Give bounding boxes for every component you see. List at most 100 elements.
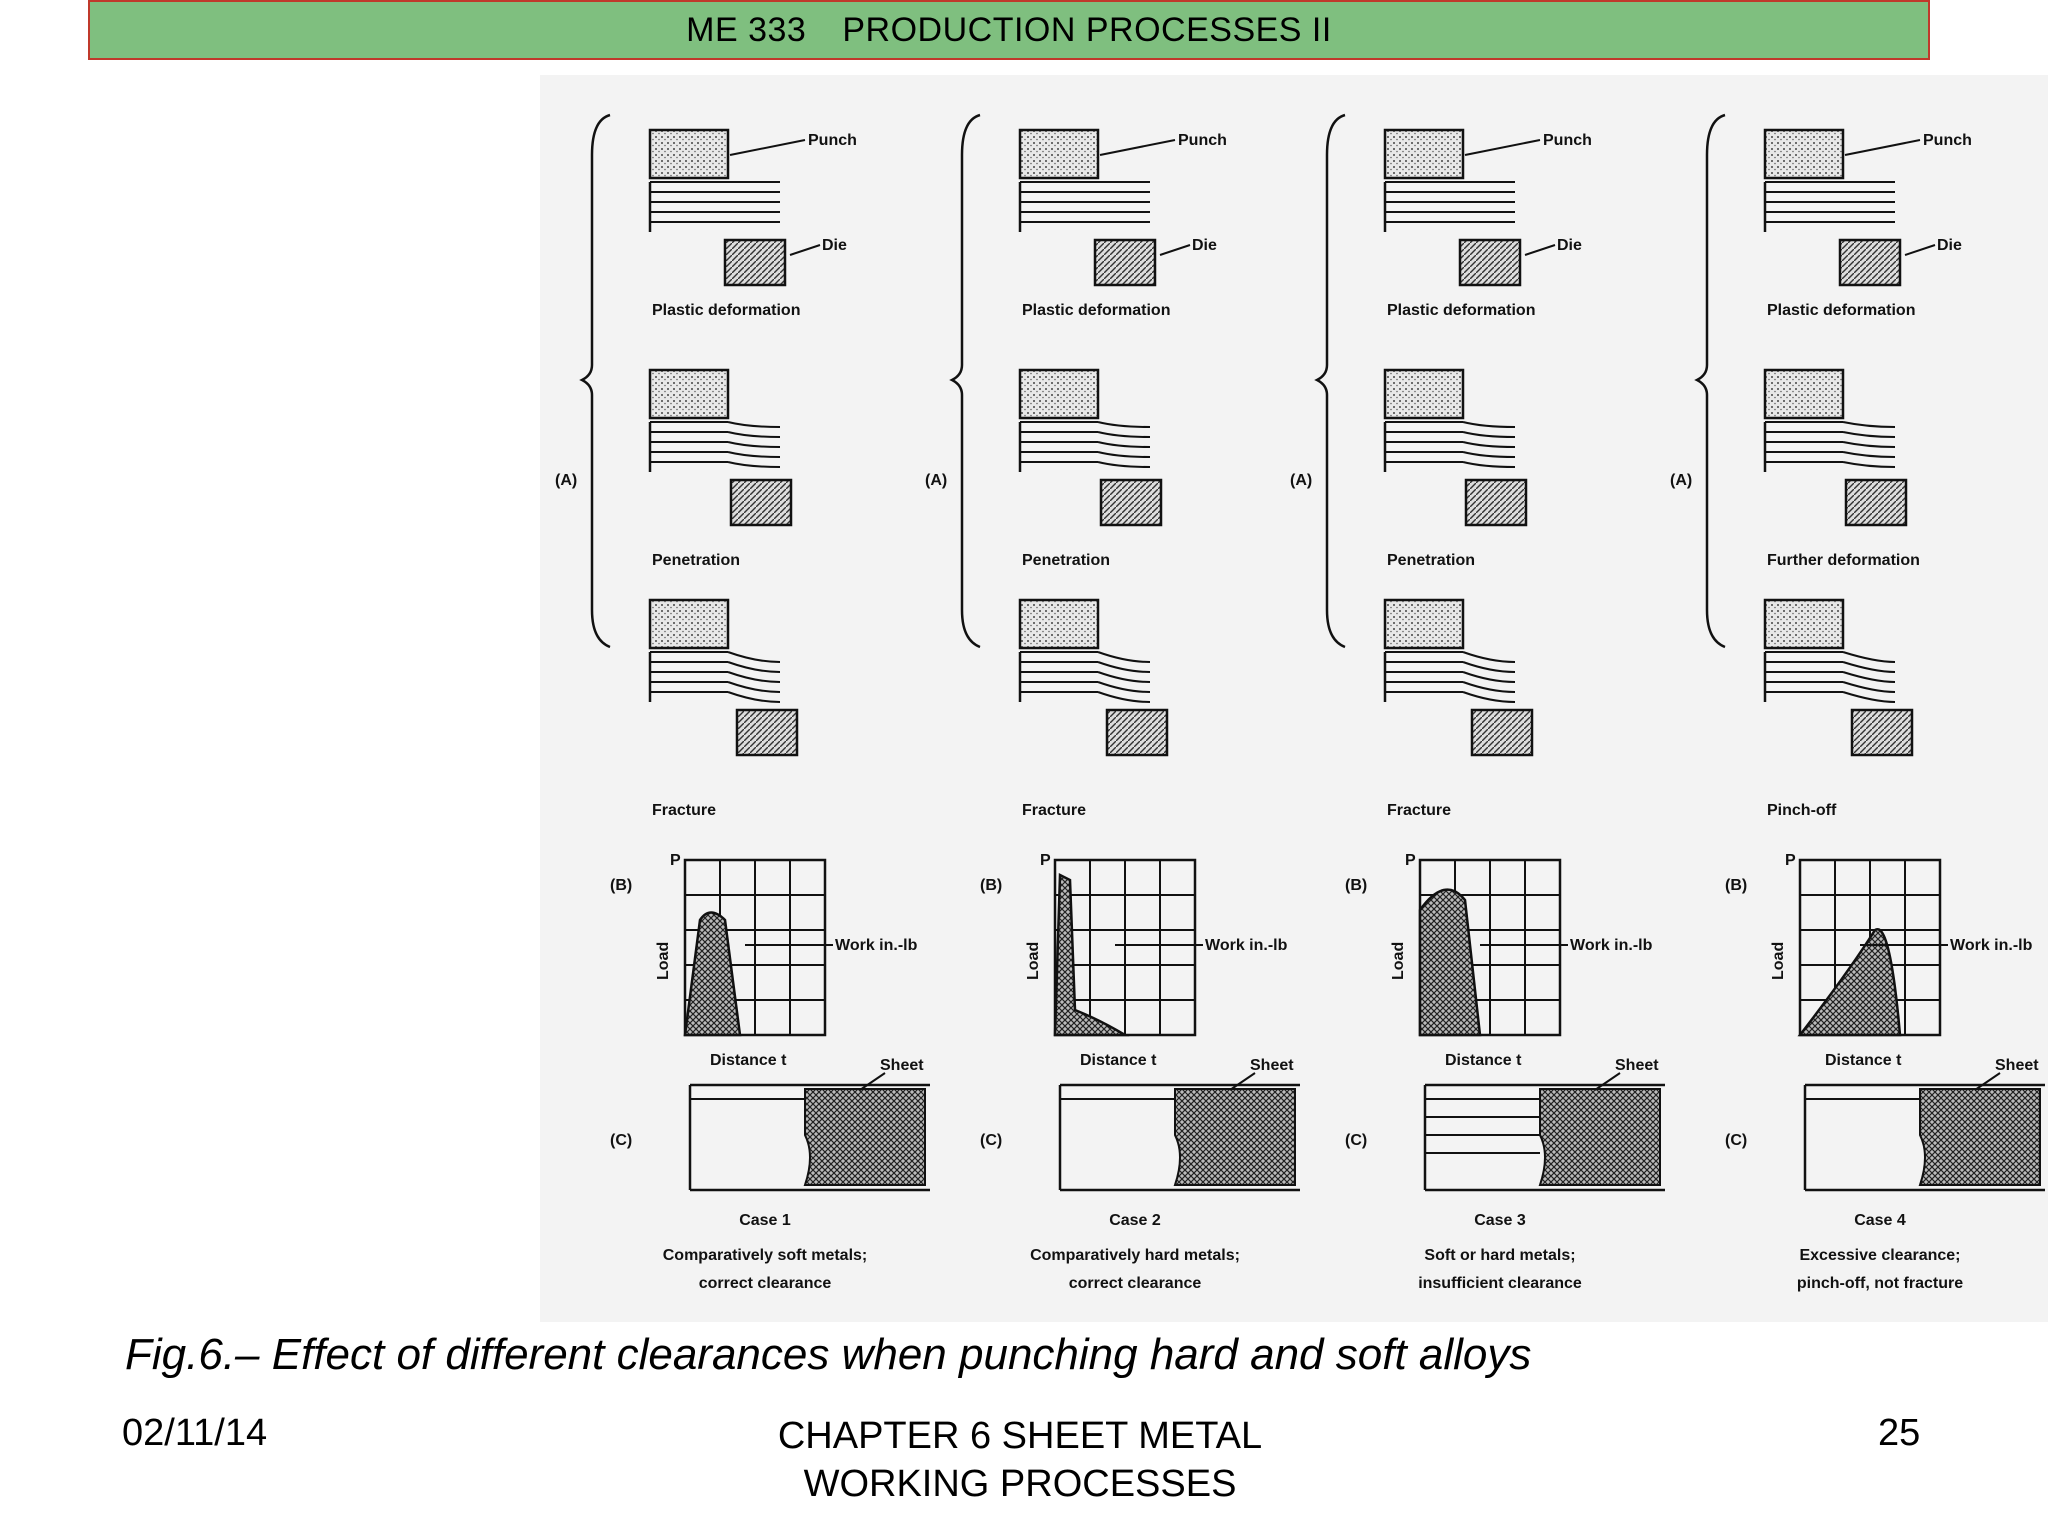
stage-label: Fracture — [1387, 802, 1451, 819]
row-tag-b: (B) — [1345, 877, 1367, 894]
sheet-line — [1462, 681, 1516, 693]
sheet-line — [1097, 691, 1151, 703]
row-tag-c: (C) — [610, 1132, 632, 1149]
die-callout: Die — [1557, 237, 1582, 254]
figure-drawing: (A) Plastic deformationPenetrationFractur… — [555, 113, 2045, 1292]
die-leader — [1524, 244, 1556, 256]
sheet-line — [727, 671, 781, 683]
sheet-line — [1097, 651, 1151, 663]
sheet-layers — [1020, 181, 1150, 224]
die-block — [1105, 708, 1169, 757]
sheet-layers — [1765, 181, 1895, 224]
row-tag-a: (A) — [925, 472, 947, 489]
sheet-leader — [1974, 1072, 2001, 1091]
sheet-layers — [1385, 181, 1515, 224]
sheet-line — [1097, 451, 1151, 458]
sheared-zone — [803, 1088, 926, 1186]
row-tag-b: (B) — [610, 877, 632, 894]
case-line1: Excessive clearance; — [1799, 1247, 1960, 1264]
row-tag-c: (C) — [980, 1132, 1002, 1149]
case-title: Case 3 — [1474, 1212, 1526, 1229]
die-block — [1838, 238, 1902, 287]
die-block — [1850, 708, 1914, 757]
punch-callout: Punch — [808, 132, 857, 149]
die-leader — [1159, 244, 1191, 256]
die-block — [723, 238, 787, 287]
punch-leader — [1099, 139, 1176, 156]
sheet-line — [1842, 451, 1896, 458]
die-block — [1464, 478, 1528, 527]
axis-p-label: P — [1785, 852, 1796, 869]
sheet-line — [1842, 671, 1896, 683]
punch-block — [648, 368, 730, 420]
sheet-line — [1462, 421, 1516, 428]
case-line1: Comparatively soft metals; — [663, 1247, 868, 1264]
course-code: ME 333 — [686, 10, 807, 49]
sheet-line — [1462, 451, 1516, 458]
punch-block — [1018, 128, 1100, 180]
case-title: Case 2 — [1109, 1212, 1161, 1229]
sheet-line — [1097, 441, 1151, 448]
sheet-layers — [1385, 651, 1516, 703]
die-block — [1093, 238, 1157, 287]
sheet-line — [727, 441, 781, 448]
sheet-layers — [650, 421, 781, 468]
axis-load-label: Load — [1390, 942, 1407, 980]
case-line1: Soft or hard metals; — [1424, 1247, 1575, 1264]
sheared-zone — [1538, 1088, 1661, 1186]
row-tag-a: (A) — [555, 472, 577, 489]
stage-label: Plastic deformation — [1387, 302, 1535, 319]
case-line2: correct clearance — [699, 1275, 832, 1292]
page-number: 25 — [1878, 1412, 1921, 1454]
die-callout: Die — [1192, 237, 1217, 254]
axis-load-label: Load — [1025, 942, 1042, 980]
sheet-leader — [1594, 1072, 1621, 1091]
axis-distance-label: Distance t — [1445, 1052, 1522, 1069]
sheet-line — [727, 691, 781, 703]
axis-p-label: P — [1405, 852, 1416, 869]
sheared-zone — [1918, 1088, 2041, 1186]
punch-block — [1763, 128, 1845, 180]
sheet-leader — [859, 1072, 886, 1091]
footer-date: 02/11/14 — [122, 1412, 268, 1454]
punch-callout: Punch — [1923, 132, 1972, 149]
axis-distance-label: Distance t — [1080, 1052, 1157, 1069]
punch-callout: Punch — [1178, 132, 1227, 149]
punch-block — [1383, 598, 1465, 650]
cases-layer: (A) Plastic deformationPenetrationFractur… — [555, 113, 2045, 1292]
axis-distance-label: Distance t — [710, 1052, 787, 1069]
row-tag-b: (B) — [1725, 877, 1747, 894]
punch-block — [1763, 368, 1845, 420]
sheet-line — [1097, 421, 1151, 428]
die-leader — [789, 244, 821, 256]
sheet-line — [1842, 661, 1896, 673]
die-callout: Die — [1937, 237, 1962, 254]
case-bracket — [1694, 113, 1726, 649]
sheet-line — [1097, 461, 1151, 468]
die-leader — [1904, 244, 1936, 256]
sheet-line — [1842, 431, 1896, 438]
sheet-line — [1097, 671, 1151, 683]
case-column-1: (A)Plastic deformationPenetrationFractur… — [555, 113, 930, 1292]
sheet-callout: Sheet — [1995, 1057, 2039, 1074]
load-grid — [1797, 858, 1942, 1037]
work-callout: Work in.-lb — [1950, 937, 2033, 954]
sheet-line — [1462, 671, 1516, 683]
axis-p-label: P — [670, 852, 681, 869]
load-grid — [1418, 858, 1562, 1037]
sheet-leader — [1229, 1072, 1256, 1091]
stage-label: Penetration — [1387, 552, 1475, 569]
axis-distance-label: Distance t — [1825, 1052, 1902, 1069]
stage-label: Fracture — [652, 802, 716, 819]
punch-block — [1383, 128, 1465, 180]
punch-leader — [1464, 139, 1541, 156]
punch-callout: Punch — [1543, 132, 1592, 149]
footer-chapter-line1: CHAPTER 6 SHEET METAL — [777, 1415, 1263, 1457]
punch-block — [1018, 598, 1100, 650]
sheet-line — [1097, 431, 1151, 438]
work-callout: Work in.-lb — [835, 937, 918, 954]
case-bracket — [579, 113, 611, 649]
case-column-3: (A)Plastic deformationPenetrationFractur… — [1290, 113, 1665, 1292]
stage-label: Plastic deformation — [1767, 302, 1915, 319]
